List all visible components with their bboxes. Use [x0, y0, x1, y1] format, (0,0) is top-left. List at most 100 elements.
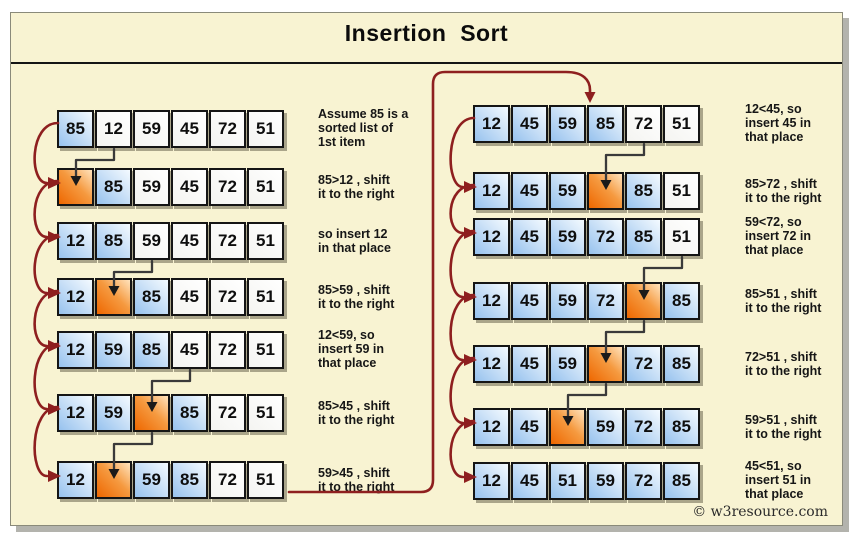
watermark: © w3resource.com	[692, 504, 828, 520]
array-cell: 12	[473, 462, 510, 500]
array-cell: 85	[625, 172, 662, 210]
array-cell: 51	[247, 222, 284, 260]
array-cell: 85	[57, 110, 94, 148]
array-cell: 51	[663, 172, 700, 210]
step-note: Assume 85 is a sorted list of 1st item	[318, 107, 409, 149]
step-note: 59>45 , shift it to the right	[318, 466, 395, 494]
array-cell: 45	[511, 345, 548, 383]
array-cell: 12	[57, 278, 94, 316]
array-cell: 85	[133, 331, 170, 369]
array-cell: 51	[247, 331, 284, 369]
array-cell: 12	[57, 461, 94, 499]
array-cell: 85	[663, 345, 700, 383]
array-cell: 72	[209, 222, 246, 260]
array-cell: 72	[625, 462, 662, 500]
array-cell: 72	[209, 168, 246, 206]
array-cell: 51	[247, 461, 284, 499]
array-cell: 72	[625, 105, 662, 143]
array-cell: 72	[625, 345, 662, 383]
step-note: 85>51 , shift it to the right	[745, 287, 822, 315]
array-cell: 85	[587, 105, 624, 143]
array-cell: 45	[511, 462, 548, 500]
gap-cell	[587, 172, 624, 210]
array-cell: 85	[625, 218, 662, 256]
step-note: so insert 12 in that place	[318, 227, 391, 255]
title-separator	[11, 62, 842, 64]
array-cell: 12	[57, 222, 94, 260]
array-cell: 12	[473, 282, 510, 320]
array-cell: 45	[171, 168, 208, 206]
array-cell: 51	[549, 462, 586, 500]
gap-cell	[133, 394, 170, 432]
array-cell: 45	[171, 110, 208, 148]
gap-cell	[549, 408, 586, 446]
array-cell: 45	[511, 105, 548, 143]
array-cell: 59	[549, 282, 586, 320]
array-cell: 85	[95, 168, 132, 206]
array-cell: 59	[133, 168, 170, 206]
array-cell: 59	[549, 218, 586, 256]
array-cell: 51	[247, 110, 284, 148]
array-cell: 51	[663, 105, 700, 143]
array-cell: 85	[663, 462, 700, 500]
array-cell: 59	[133, 110, 170, 148]
step-note: 45<51, so insert 51 in that place	[745, 459, 811, 501]
array-cell: 45	[171, 331, 208, 369]
step-note: 59>51 , shift it to the right	[745, 413, 822, 441]
array-cell: 85	[663, 408, 700, 446]
array-cell: 59	[549, 105, 586, 143]
array-cell: 12	[57, 331, 94, 369]
step-note: 85>72 , shift it to the right	[745, 177, 822, 205]
gap-cell	[57, 168, 94, 206]
array-cell: 59	[587, 408, 624, 446]
array-cell: 45	[171, 222, 208, 260]
array-cell: 59	[95, 331, 132, 369]
array-cell: 12	[57, 394, 94, 432]
array-cell: 72	[209, 331, 246, 369]
array-cell: 12	[473, 218, 510, 256]
array-cell: 72	[587, 282, 624, 320]
array-cell: 45	[511, 172, 548, 210]
array-cell: 45	[511, 408, 548, 446]
array-cell: 72	[209, 461, 246, 499]
array-cell: 12	[473, 408, 510, 446]
array-cell: 59	[549, 172, 586, 210]
array-cell: 72	[625, 408, 662, 446]
array-cell: 72	[209, 394, 246, 432]
array-cell: 12	[473, 172, 510, 210]
array-cell: 12	[95, 110, 132, 148]
gap-cell	[625, 282, 662, 320]
array-cell: 59	[95, 394, 132, 432]
array-cell: 51	[663, 218, 700, 256]
gap-cell	[95, 461, 132, 499]
array-cell: 51	[247, 394, 284, 432]
array-cell: 59	[133, 222, 170, 260]
gap-cell	[587, 345, 624, 383]
array-cell: 51	[247, 278, 284, 316]
array-cell: 85	[171, 394, 208, 432]
array-cell: 59	[133, 461, 170, 499]
array-cell: 85	[171, 461, 208, 499]
array-cell: 51	[247, 168, 284, 206]
array-cell: 45	[511, 218, 548, 256]
array-cell: 72	[209, 110, 246, 148]
array-cell: 59	[549, 345, 586, 383]
array-cell: 85	[95, 222, 132, 260]
array-cell: 45	[171, 278, 208, 316]
array-cell: 12	[473, 105, 510, 143]
array-cell: 72	[209, 278, 246, 316]
